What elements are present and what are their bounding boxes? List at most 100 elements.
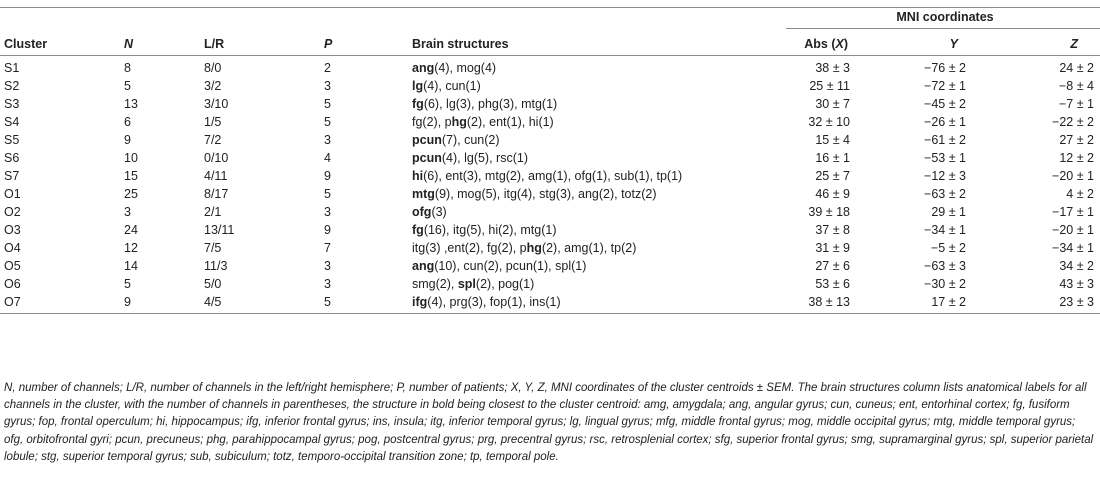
brain-structures-cell: ang(10), cun(2), pcun(1), spl(1) [408, 257, 786, 275]
n-cell: 15 [124, 169, 138, 183]
brain-structures-cell: pcun(4), lg(5), rsc(1) [408, 149, 786, 167]
n-cell: 25 [124, 187, 138, 201]
brain-structures-cell: ofg(3) [408, 203, 786, 221]
x-header: Abs (X) [786, 28, 897, 56]
other-structures: , lg(3), phg(3), mtg(1) [439, 97, 558, 111]
z-cell: −7 ± 1 [1059, 97, 1095, 111]
lr-cell: 4/5 [204, 295, 222, 309]
other-structures: , amg(1), tp(2) [557, 241, 637, 255]
z-cell: 34 ± 2 [1059, 259, 1095, 273]
p-cell: 3 [324, 259, 331, 273]
y-cell: −61 ± 2 [924, 133, 967, 147]
n-cell: 5 [124, 277, 131, 291]
p-cell: 9 [324, 169, 331, 183]
brain-structures-cell: pcun(7), cun(2) [408, 131, 786, 149]
p-cell: 3 [324, 205, 331, 219]
closest-structure-count: (4) [441, 151, 458, 165]
closest-structure: pcun [412, 151, 442, 165]
other-structures: , mog(5), itg(4), stg(3), ang(2), totz(2… [450, 187, 657, 201]
other-structures: , mog(4) [449, 61, 497, 75]
y-cell: −45 ± 2 [924, 97, 967, 111]
p-cell: 2 [324, 61, 331, 75]
y-header: Y [896, 28, 997, 56]
y-cell: −53 ± 1 [924, 151, 967, 165]
n-header: N [124, 37, 134, 51]
x-cell: 38 ± 3 [815, 61, 851, 75]
table-footnote: N, number of channels; L/R, number of ch… [4, 382, 1094, 463]
brain-structures-cell: hi(6), ent(3), mtg(2), amg(1), ofg(1), s… [408, 167, 786, 185]
z-cell: −34 ± 1 [1052, 241, 1095, 255]
closest-structure-count: (3) [431, 205, 447, 219]
closest-structure-count: (4) [423, 79, 439, 93]
x-cell: 37 ± 8 [815, 223, 851, 237]
mni-coordinates-header: MNI coordinates [896, 10, 994, 24]
x-cell: 30 ± 7 [815, 97, 851, 111]
p-cell: 5 [324, 187, 331, 201]
n-cell: 13 [124, 97, 138, 111]
z-cell: −8 ± 4 [1059, 79, 1095, 93]
x-cell: 39 ± 18 [808, 205, 851, 219]
y-cell: −5 ± 2 [931, 241, 967, 255]
cluster-cell: O4 [4, 241, 21, 255]
closest-structure-count: (2) [466, 115, 483, 129]
y-cell: −12 ± 3 [924, 169, 967, 183]
header-spacer [0, 8, 786, 29]
brain-structures-cell: fg(16), itg(5), hi(2), mtg(1) [408, 221, 786, 239]
closest-structure: hi [412, 169, 424, 183]
p-header: P [324, 37, 333, 51]
p-cell: 9 [324, 223, 331, 237]
brain-structures-cell: ifg(4), prg(3), fop(1), ins(1) [408, 293, 786, 314]
z-cell: 24 ± 2 [1059, 61, 1095, 75]
cluster-cell: O6 [4, 277, 21, 291]
closest-structure: fg [412, 97, 424, 111]
lr-cell: 3/10 [204, 97, 229, 111]
p-cell: 4 [324, 151, 331, 165]
y-cell: −76 ± 2 [924, 61, 967, 75]
cluster-cell: S6 [4, 151, 20, 165]
z-cell: −20 ± 1 [1052, 169, 1095, 183]
lr-cell: 5/0 [204, 277, 222, 291]
cluster-cell: S7 [4, 169, 20, 183]
lr-cell: 4/11 [204, 169, 228, 183]
y-cell: −63 ± 3 [924, 259, 967, 273]
closest-structure: ang [412, 259, 435, 273]
closest-structure: hg [526, 241, 542, 255]
p-cell: 5 [324, 115, 331, 129]
n-cell: 3 [124, 205, 131, 219]
n-cell: 9 [124, 295, 131, 309]
x-cell: 27 ± 6 [815, 259, 851, 273]
other-structures: , prg(3), fop(1), ins(1) [442, 295, 561, 309]
cluster-header: Cluster [4, 37, 48, 51]
lr-cell: 7/5 [204, 241, 222, 255]
closest-structure-count: (9) [434, 187, 451, 201]
cluster-cell: O3 [4, 223, 21, 237]
n-cell: 24 [124, 223, 138, 237]
n-cell: 6 [124, 115, 131, 129]
clusters-table: MNI coordinates Cluster N L/R P Brain st… [0, 7, 1100, 314]
cluster-cell: S1 [4, 61, 20, 75]
structures-prefix: smg(2), [412, 277, 458, 291]
brain-structures-cell: fg(2), phg(2), ent(1), hi(1) [408, 113, 786, 131]
closest-structure: lg [412, 79, 424, 93]
y-cell: −26 ± 1 [924, 115, 967, 129]
closest-structure-count: (2) [475, 277, 492, 291]
z-cell: 43 ± 3 [1059, 277, 1095, 291]
n-cell: 9 [124, 133, 131, 147]
lr-cell: 11/3 [204, 259, 228, 273]
z-header: Z [996, 28, 1100, 56]
other-structures: , cun(1) [438, 79, 481, 93]
p-cell: 3 [324, 133, 331, 147]
closest-structure-count: (4) [427, 295, 443, 309]
brain-structures-cell: fg(6), lg(3), phg(3), mtg(1) [408, 95, 786, 113]
x-cell: 16 ± 1 [815, 151, 851, 165]
